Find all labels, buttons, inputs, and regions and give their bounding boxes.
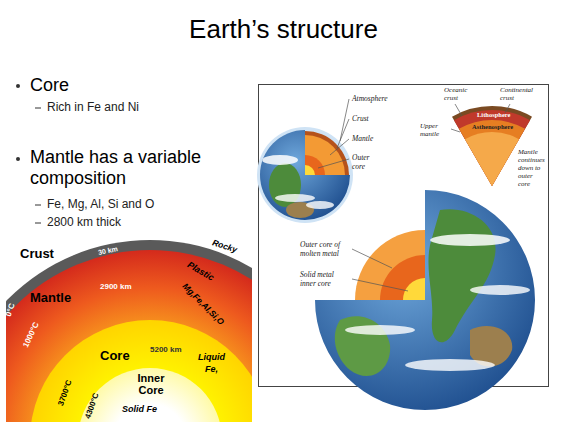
earth-cross-section <box>6 240 252 422</box>
sub-bullet-text: 2800 km thick <box>47 215 121 229</box>
thickness-label: 5200 km <box>150 345 182 355</box>
part-label: Outer core of molten metal <box>300 240 350 258</box>
part-label: Asthenosphere <box>472 123 513 131</box>
layer-name: Crust <box>20 246 54 262</box>
part-label: Solid metal inner core <box>300 270 350 288</box>
sub-bullet-dash <box>35 205 41 206</box>
thickness-label: 2900 km <box>100 282 132 292</box>
sub-bullet-dash <box>35 108 41 109</box>
sub-bullet-dash <box>35 223 41 224</box>
part-label: Outer core <box>352 154 378 171</box>
sub-bullet-text: Fe, Mg, Al, Si and O <box>47 197 154 211</box>
part-label: Lithosphere <box>477 111 510 119</box>
bullet-text: Mantle has a variable composition <box>30 147 202 189</box>
slide-title: Earth’s structure <box>2 14 563 44</box>
state-label: Solid Fe <box>122 404 157 415</box>
part-label: Upper mantle <box>420 122 450 138</box>
part-label: Continental crust <box>500 86 544 102</box>
small-globe <box>257 127 353 223</box>
part-label: Crust <box>352 114 369 123</box>
part-label: Oceanic crust <box>444 86 478 102</box>
sub-bullet-text: Rich in Fe and Ni <box>47 100 139 114</box>
part-label: Mantle continues down to outer core <box>518 148 546 188</box>
layer-name: Mantle <box>30 290 71 306</box>
part-label: Atmosphere <box>352 94 388 103</box>
layer-name: Inner Core <box>128 372 174 396</box>
layer-name: Core <box>100 348 130 364</box>
part-label: Mantle <box>352 134 373 143</box>
bullet-dot <box>16 84 20 88</box>
composition-label: Fe, <box>205 364 218 375</box>
state-label: Liquid <box>198 352 225 363</box>
big-globe <box>315 190 535 410</box>
bullet-dot <box>16 157 20 161</box>
bullet-text: Core <box>30 74 69 96</box>
